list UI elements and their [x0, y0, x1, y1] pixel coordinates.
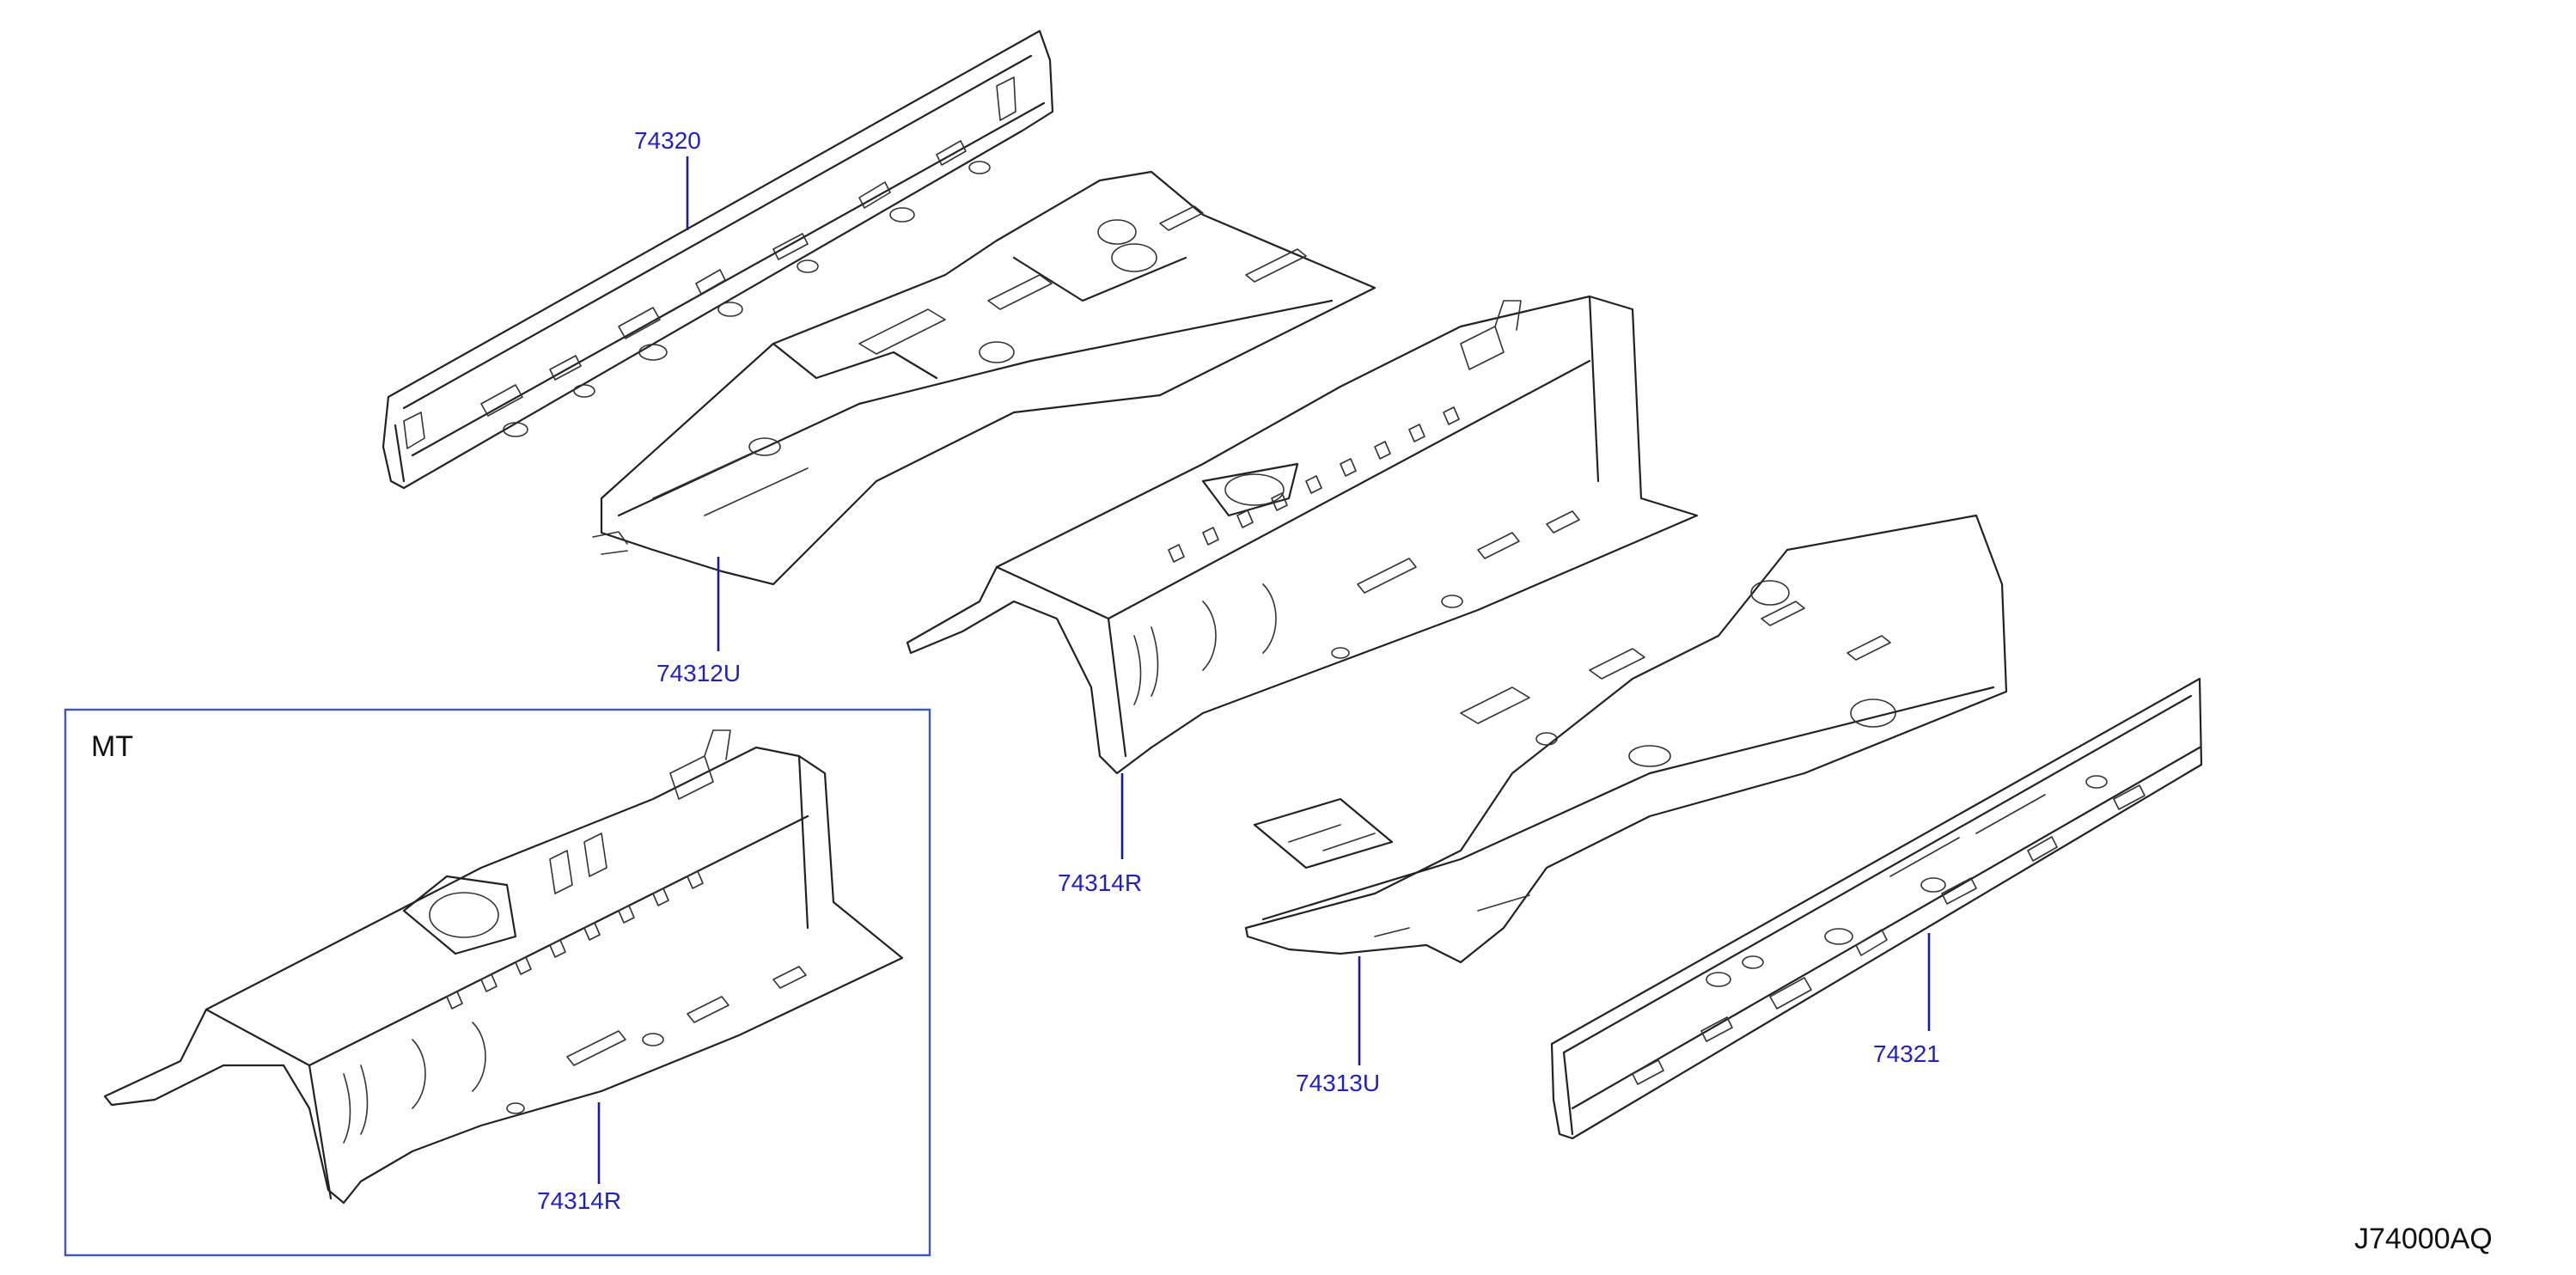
part-74314r-floor-center[interactable]	[906, 295, 1699, 775]
callout-74313u[interactable]: 74313U	[1296, 1070, 1380, 1096]
part-74312u-front-floor[interactable]	[592, 170, 1377, 586]
mt-inset-label: MT	[91, 730, 133, 763]
part-74320-side-member[interactable]	[382, 29, 1054, 490]
diagram-code: J74000AQ	[2354, 1223, 2493, 1255]
part-74313u-front-floor[interactable]	[1244, 514, 2008, 964]
callout-74314r-main[interactable]: 74314R	[1058, 869, 1142, 896]
callout-74314r-mt[interactable]: 74314R	[537, 1187, 621, 1214]
callout-74320[interactable]: 74320	[634, 127, 701, 154]
part-74321-side-member[interactable]	[1550, 677, 2203, 1140]
callout-74312u[interactable]: 74312U	[656, 660, 741, 686]
mt-inset-frame	[64, 708, 931, 1257]
part-74314r-mt-floor-center[interactable]	[103, 729, 904, 1205]
callout-74321[interactable]: 74321	[1873, 1040, 1940, 1067]
